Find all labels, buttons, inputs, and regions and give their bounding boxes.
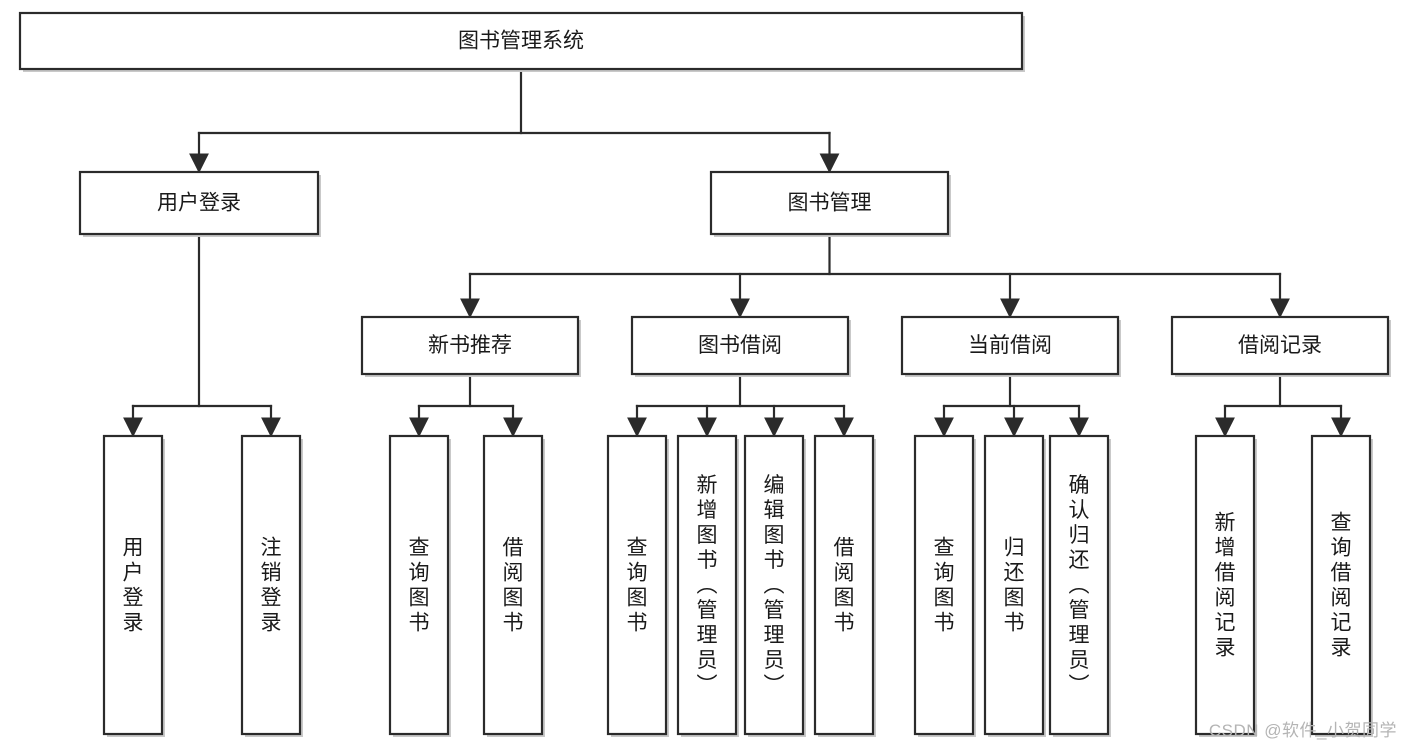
node-label: 新书推荐 (428, 334, 512, 357)
connector-lines (123, 67, 1351, 438)
node-label: 借阅记录 (1238, 334, 1322, 357)
node-leaf-查询图书[interactable]: 查询图书 (606, 434, 669, 737)
node-label: 新增图书︵管理员︶ (697, 474, 718, 697)
node-rect[interactable] (676, 434, 738, 736)
node-rect[interactable] (18, 11, 1024, 71)
node-rect[interactable] (102, 434, 164, 736)
node-label: 借阅图书 (834, 537, 855, 635)
node-label: 查询借阅记录 (1331, 512, 1352, 660)
node-level1-用户登录[interactable]: 用户登录 (78, 170, 321, 237)
node-rect[interactable] (388, 434, 450, 736)
node-rect[interactable] (240, 434, 302, 736)
node-leaf-新增图书管理员[interactable]: 新增图书︵管理员︶ (676, 434, 739, 737)
node-level1-图书管理[interactable]: 图书管理 (709, 170, 951, 237)
node-label: 归还图书 (1004, 537, 1025, 635)
node-rect[interactable] (709, 170, 950, 236)
node-rect[interactable] (360, 315, 580, 376)
node-leaf-编辑图书管理员[interactable]: 编辑图书︵管理员︶ (743, 434, 806, 737)
node-level2-当前借阅[interactable]: 当前借阅 (900, 315, 1121, 377)
node-label: 查询图书 (934, 537, 955, 635)
node-rect[interactable] (900, 315, 1120, 376)
csdn-watermark: CSDN @软件_小贺同学 (1208, 721, 1397, 740)
node-leaf-归还图书[interactable]: 归还图书 (983, 434, 1046, 737)
node-leaf-借阅图书[interactable]: 借阅图书 (813, 434, 876, 737)
node-rect[interactable] (813, 434, 875, 736)
node-leaf-借阅图书[interactable]: 借阅图书 (482, 434, 545, 737)
node-label: 新增借阅记录 (1215, 512, 1236, 660)
node-rect[interactable] (983, 434, 1045, 736)
node-boxes: 图书管理系统用户登录图书管理新书推荐图书借阅当前借阅借阅记录用户登录注销登录查询… (18, 11, 1391, 737)
node-label: 图书借阅 (698, 334, 782, 357)
node-label: 图书管理 (788, 192, 872, 215)
node-rect[interactable] (630, 315, 850, 376)
node-leaf-查询图书[interactable]: 查询图书 (913, 434, 976, 737)
node-label: 借阅图书 (503, 537, 524, 635)
node-leaf-确认归还管理员[interactable]: 确认归还︵管理员︶ (1048, 434, 1111, 737)
node-level2-借阅记录[interactable]: 借阅记录 (1170, 315, 1391, 377)
node-label: 当前借阅 (968, 334, 1052, 357)
node-root[interactable]: 图书管理系统 (18, 11, 1025, 72)
node-leaf-查询图书[interactable]: 查询图书 (388, 434, 451, 737)
node-label: 用户登录 (157, 192, 241, 215)
node-rect[interactable] (913, 434, 975, 736)
node-rect[interactable] (743, 434, 805, 736)
node-leaf-查询借阅记录[interactable]: 查询借阅记录 (1310, 434, 1373, 737)
node-label: 查询图书 (627, 537, 648, 635)
node-level2-图书借阅[interactable]: 图书借阅 (630, 315, 851, 377)
node-label: 用户登录 (123, 537, 144, 635)
node-label: 编辑图书︵管理员︶ (764, 474, 785, 697)
node-label: 查询图书 (409, 537, 430, 635)
node-rect[interactable] (1194, 434, 1256, 736)
node-rect[interactable] (606, 434, 668, 736)
node-rect[interactable] (482, 434, 544, 736)
node-rect[interactable] (1310, 434, 1372, 736)
node-level2-新书推荐[interactable]: 新书推荐 (360, 315, 581, 377)
node-leaf-新增借阅记录[interactable]: 新增借阅记录 (1194, 434, 1257, 737)
node-rect[interactable] (1048, 434, 1110, 736)
node-label: 注销登录 (261, 537, 282, 635)
node-rect[interactable] (1170, 315, 1390, 376)
node-leaf-用户登录[interactable]: 用户登录 (102, 434, 165, 737)
node-label: 确认归还︵管理员︶ (1069, 474, 1090, 697)
node-leaf-注销登录[interactable]: 注销登录 (240, 434, 303, 737)
node-label: 图书管理系统 (458, 30, 584, 53)
node-rect[interactable] (78, 170, 320, 236)
